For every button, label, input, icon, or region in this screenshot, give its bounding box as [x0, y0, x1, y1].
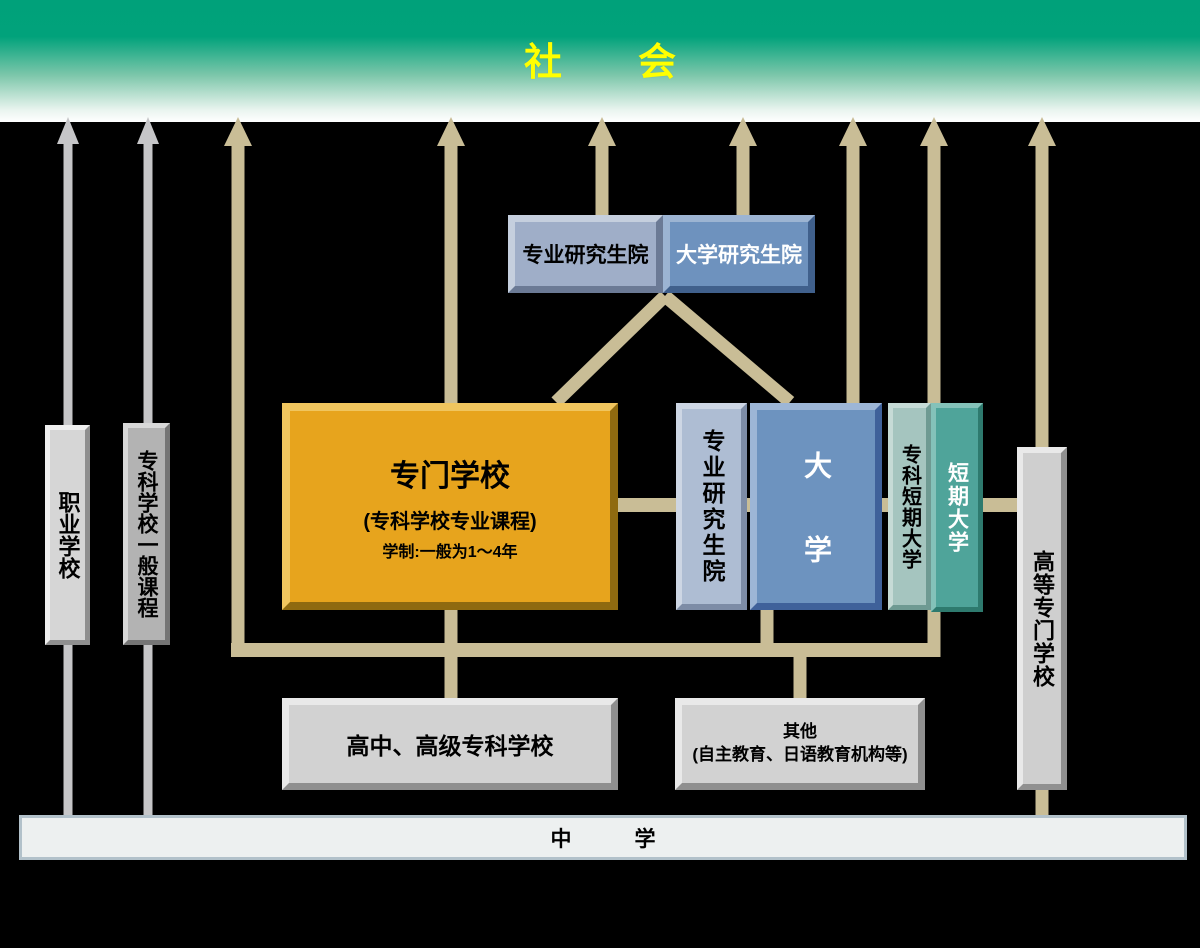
arrow-university-to-society — [839, 117, 867, 410]
node-label: 职业学校 — [55, 491, 81, 579]
node-label: 大学研究生院 — [676, 244, 802, 267]
node-university: 大 学 — [750, 403, 882, 610]
node-label: 大 学 — [801, 450, 832, 563]
line-senmon-to-grad — [551, 291, 670, 407]
node-professional-grad-column: 专业研究生院 — [676, 403, 747, 610]
line-university-to-grad — [660, 291, 795, 407]
node-senmon-school: 专门学校 (专科学校专业课程) 学制:一般为1～4年 — [282, 403, 618, 610]
node-label: 短期大学 — [945, 461, 969, 554]
arrow-univ-grad-to-society — [729, 117, 757, 222]
senmon-note: 学制:一般为1～4年 — [382, 544, 518, 561]
node-high-school: 高中、高级专科学校 — [282, 698, 618, 790]
other-line1: 其他 — [783, 722, 817, 742]
node-short-term-university: 短期大学 — [931, 403, 983, 612]
node-label: 专业研究生院 — [699, 428, 725, 585]
node-college-general-course: 专科学校一般课程 — [123, 423, 170, 645]
grad-school-v-connector — [551, 291, 795, 407]
node-label: 中 学 — [550, 827, 656, 851]
line-lower-trunk-horizontal — [231, 643, 938, 657]
node-label: 高等专门学校 — [1030, 549, 1055, 688]
node-vocational-school: 职业学校 — [45, 425, 90, 645]
line-university-down — [760, 605, 774, 657]
node-label: 专科学校一般课程 — [135, 450, 158, 618]
node-college-short-university: 专科短期大学 — [888, 403, 931, 610]
node-label: 专业研究生院 — [522, 244, 649, 267]
senmon-subtitle: (专科学校专业课程) — [363, 511, 537, 533]
line-to-other-box — [793, 643, 807, 705]
node-label: 高中、高级专科学校 — [346, 733, 554, 759]
node-middle-school: 中 学 — [19, 815, 1187, 860]
society-band: 社 会 — [0, 0, 1200, 122]
society-label: 社 会 — [523, 42, 676, 84]
other-line2: (自主教育、日语教育机构等) — [692, 745, 908, 764]
node-kosen: 高等专门学校 — [1017, 447, 1067, 790]
node-university-grad-school: 大学研究生院 — [663, 215, 815, 293]
arrow-left-trunk-to-society — [224, 117, 252, 657]
node-label: 专科短期大学 — [898, 443, 921, 570]
senmon-title: 专门学校 — [390, 460, 510, 493]
node-other-education: 其他 (自主教育、日语教育机构等) — [675, 698, 925, 790]
arrow-prof-grad-to-society — [588, 117, 616, 222]
node-professional-grad-school: 专业研究生院 — [508, 215, 663, 293]
